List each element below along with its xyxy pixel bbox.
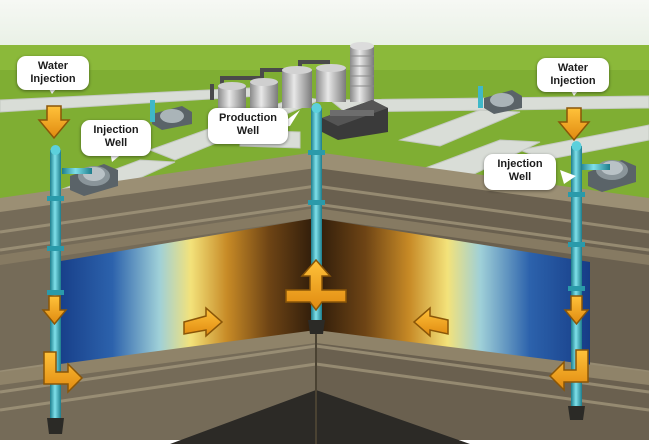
injection-well-label-left: Injection Well	[81, 120, 151, 156]
outflow-arrow-right	[548, 349, 589, 392]
injection-pump-back-right	[478, 86, 522, 114]
injection-well-right-pipe	[568, 141, 610, 420]
reservoir-left	[55, 218, 316, 372]
sweep-arrow-right	[412, 306, 449, 338]
water-injection-label-right: Water Injection	[537, 58, 609, 92]
sweep-arrow-left	[183, 306, 224, 338]
downhole-arrow-right	[563, 295, 590, 326]
injection-well-label-right: Injection Well	[484, 154, 556, 190]
lower-rock-pit	[170, 390, 470, 444]
production-well-pipe	[308, 103, 325, 334]
water-injection-label-left: Water Injection	[17, 56, 89, 90]
production-well-label: Production Well	[208, 108, 288, 144]
outflow-arrow-left	[43, 351, 84, 394]
water-injection-arrow-left	[37, 105, 71, 140]
downhole-arrow-left	[41, 295, 68, 326]
production-facility	[210, 42, 388, 140]
production-arrow-up	[285, 258, 347, 312]
injection-pump-back-left	[150, 100, 192, 130]
water-injection-arrow-right	[557, 107, 591, 142]
injection-well-left-pipe	[47, 145, 92, 434]
reservoir-right	[316, 218, 590, 372]
